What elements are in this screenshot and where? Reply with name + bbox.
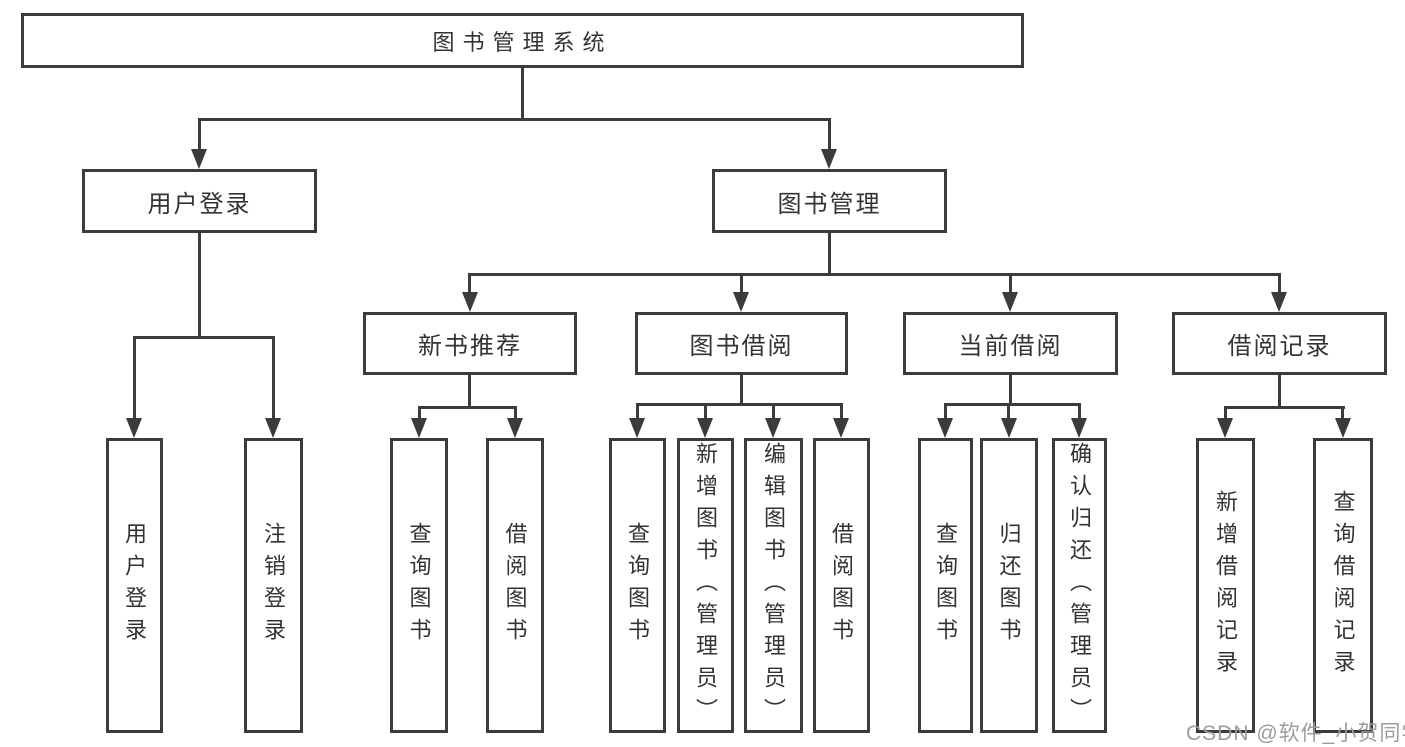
connector-book-management-stem [828,233,831,273]
csdn-watermark: CSDN @软件_小贺同学 [1186,722,1405,745]
node-borrowing-records: 借阅记录 [1172,312,1387,375]
connector-user-login-branch [133,336,275,339]
leaf-records-query-record-label: 查询借阅记录 [1330,489,1356,682]
arrow-head-recommend-query [411,418,427,438]
leaf-recommend-query-books: 查询图书 [390,438,448,733]
node-book-borrowing: 图书借阅 [635,312,848,375]
arrow-head-borrowing-edit [765,418,781,438]
leaf-current-query-books-label: 查询图书 [933,521,959,650]
leaf-current-confirm-return-label: 确认归还（管理员） [1067,441,1093,730]
connector-recommend-branch [418,406,517,409]
connector-root-stem [521,68,524,118]
connector-book-management-branch [469,273,1281,276]
arrow-stem-current-query [944,403,947,418]
connector-borrowing-branch [636,403,843,406]
leaf-borrowing-query-books: 查询图书 [609,438,666,733]
arrow-head-leaf-user-login [126,418,142,438]
arrow-stem-book-management [828,118,831,149]
arrow-stem-book-borrowing [740,273,743,292]
node-book-borrowing-label: 图书借阅 [689,333,794,360]
arrow-head-book-management [821,149,837,169]
node-current-borrowing-label: 当前借阅 [958,333,1063,360]
arrow-stem-user-login [198,118,201,149]
leaf-borrowing-query-books-label: 查询图书 [625,521,651,650]
arrow-head-borrowing-borrow [833,418,849,438]
arrow-head-borrowing-query [629,418,645,438]
connector-borrowing-stem [740,375,743,403]
arrow-head-borrowing-records [1271,292,1287,312]
arrow-stem-leaf-user-login [133,336,136,418]
arrow-head-book-borrowing [733,292,749,312]
leaf-logout-label: 注销登录 [261,521,287,650]
leaf-borrowing-borrow-books-label: 借阅图书 [829,521,855,650]
arrow-stem-new-book-recommend [468,273,471,292]
node-borrowing-records-label: 借阅记录 [1227,333,1332,360]
arrow-stem-leaf-logout [272,336,275,418]
connector-user-login-stem [198,233,201,336]
leaf-borrowing-edit-books-label: 编辑图书（管理员） [761,441,787,730]
node-user-login: 用户登录 [82,169,317,233]
leaf-records-query-record: 查询借阅记录 [1313,438,1373,733]
arrow-stem-borrowing-edit [772,403,775,418]
leaf-current-query-books: 查询图书 [918,438,973,733]
arrow-stem-current-confirm [1078,403,1081,418]
leaf-borrowing-edit-books: 编辑图书（管理员） [744,438,803,733]
leaf-recommend-query-books-label: 查询图书 [406,521,432,650]
node-current-borrowing: 当前借阅 [903,312,1118,375]
arrow-head-user-login [191,149,207,169]
arrow-head-current-borrowing [1002,292,1018,312]
arrow-head-recommend-borrow [507,418,523,438]
node-user-login-label: 用户登录 [147,190,252,218]
arrow-head-current-query [937,418,953,438]
arrow-head-borrowing-add [697,418,713,438]
connector-recommend-stem [468,375,471,406]
leaf-user-login: 用户登录 [106,438,163,733]
leaf-borrowing-borrow-books: 借阅图书 [813,438,870,733]
leaf-records-add-record: 新增借阅记录 [1196,438,1255,733]
arrow-stem-borrowing-borrow [840,403,843,418]
leaf-recommend-borrow-books: 借阅图书 [486,438,544,733]
leaf-borrowing-add-books-label: 新增图书（管理员） [693,441,719,730]
leaf-recommend-borrow-books-label: 借阅图书 [502,521,528,650]
node-root-label: 图书管理系统 [432,29,613,55]
arrow-head-leaf-logout [265,418,281,438]
leaf-current-return-books: 归还图书 [980,438,1038,733]
leaf-current-return-books-label: 归还图书 [996,521,1022,650]
leaf-user-login-label: 用户登录 [122,521,148,650]
leaf-logout: 注销登录 [244,438,303,733]
arrow-stem-borrowing-add [704,403,707,418]
arrow-head-new-book-recommend [462,292,478,312]
node-root: 图书管理系统 [21,13,1024,68]
node-new-book-recommend: 新书推荐 [363,312,577,375]
node-book-management: 图书管理 [712,169,947,233]
connector-root-branch [198,118,831,121]
connector-records-stem [1278,375,1281,406]
arrow-stem-records-query [1341,406,1344,418]
arrow-stem-current-return [1007,403,1010,418]
leaf-records-add-record-label: 新增借阅记录 [1213,489,1239,682]
arrow-head-current-confirm [1071,418,1087,438]
connector-current-branch [944,403,1081,406]
arrow-stem-borrowing-records [1278,273,1281,292]
arrow-head-records-query [1335,418,1351,438]
arrow-head-current-return [1001,418,1017,438]
leaf-borrowing-add-books: 新增图书（管理员） [677,438,734,733]
arrow-stem-borrowing-query [636,403,639,418]
connector-current-stem [1009,375,1012,403]
leaf-current-confirm-return: 确认归还（管理员） [1052,438,1107,733]
arrow-stem-recommend-query [418,406,421,418]
node-book-management-label: 图书管理 [777,190,882,218]
node-new-book-recommend-label: 新书推荐 [418,333,522,360]
connector-records-branch [1224,406,1345,409]
arrow-head-records-add [1217,418,1233,438]
arrow-stem-current-borrowing [1009,273,1012,292]
arrow-stem-recommend-borrow [514,406,517,418]
arrow-stem-records-add [1224,406,1227,418]
